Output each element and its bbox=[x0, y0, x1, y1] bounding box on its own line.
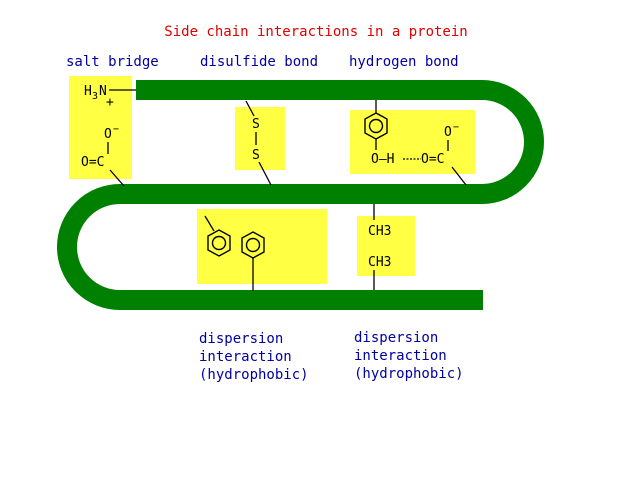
label-hydrogen-bond: hydrogen bond bbox=[349, 54, 459, 70]
dispersion-left-line1: dispersion bbox=[199, 331, 283, 347]
disulfide-box bbox=[235, 107, 285, 170]
acceptor-oxide: O bbox=[444, 125, 452, 140]
methyl-dispersion-group: CH3 CH3 bbox=[368, 204, 391, 290]
disulfide-group: S S bbox=[245, 100, 272, 186]
phenyl-left-ring bbox=[207, 229, 231, 257]
sulfur-upper: S bbox=[252, 117, 260, 132]
aromatic-dispersion-box bbox=[197, 209, 327, 284]
methyl-upper: CH3 bbox=[368, 224, 391, 239]
methyl-lower: CH3 bbox=[368, 255, 391, 270]
acceptor-minus: − bbox=[453, 122, 459, 133]
protein-backbone bbox=[57, 80, 544, 310]
amine-n: N bbox=[99, 84, 107, 99]
salt-bridge-link bbox=[109, 169, 125, 187]
backbone-end bbox=[474, 290, 483, 310]
phenyl-right-circle bbox=[245, 237, 261, 253]
aromatic-dispersion-group bbox=[204, 215, 265, 291]
amine-plus: + bbox=[106, 95, 114, 110]
dispersion-right-line2: interaction bbox=[354, 348, 447, 364]
disulfide-lower-link bbox=[258, 161, 272, 186]
dispersion-right-line3: (hydrophobic) bbox=[354, 366, 464, 382]
salt-bridge-group: H 3 N + O − O=C bbox=[81, 84, 136, 187]
carbonyl: O=C bbox=[81, 155, 104, 170]
dispersion-left-line2: interaction bbox=[199, 349, 292, 365]
amine-h: H bbox=[84, 84, 92, 99]
salt-bridge-box bbox=[69, 76, 132, 179]
disulfide-upper-link bbox=[245, 100, 255, 117]
label-disulfide-bond: disulfide bond bbox=[200, 54, 318, 70]
acceptor-link bbox=[451, 166, 467, 186]
carboxylate-minus: − bbox=[113, 124, 119, 135]
label-salt-bridge: salt bridge bbox=[66, 54, 159, 70]
methyl-dispersion-box bbox=[357, 216, 415, 276]
phenyl-left-link bbox=[204, 215, 215, 232]
hydrogen-bond-group: O–H O=C O − bbox=[364, 100, 467, 186]
hydroxyl: O–H bbox=[371, 152, 394, 167]
sulfur-lower: S bbox=[252, 148, 260, 163]
carboxylate-o: O bbox=[104, 127, 112, 142]
dispersion-left-line3: (hydrophobic) bbox=[199, 367, 309, 383]
diagram-title: Side chain interactions in a protein bbox=[164, 24, 467, 40]
phenyl-left-circle bbox=[211, 235, 227, 251]
acceptor-carbonyl: O=C bbox=[421, 152, 444, 167]
hydrogen-bond-box bbox=[350, 110, 475, 174]
dispersion-right-line1: dispersion bbox=[354, 330, 438, 346]
tyrosine-ring-circle bbox=[368, 118, 384, 134]
amine-subscript: 3 bbox=[92, 91, 98, 102]
